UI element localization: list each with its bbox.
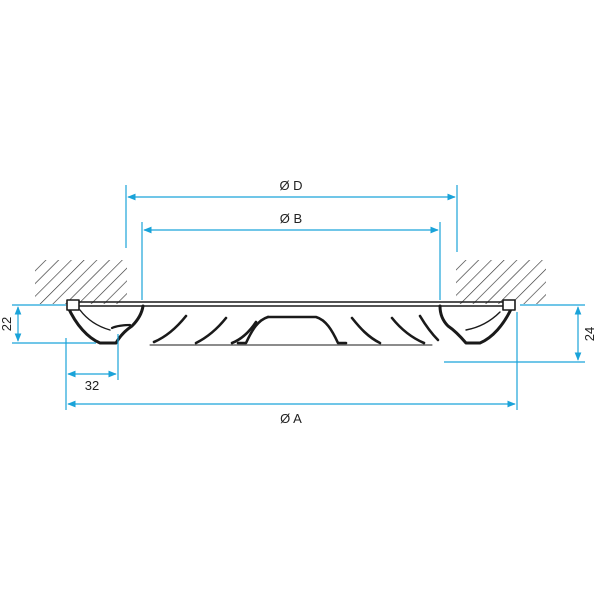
center-hub-left: [236, 315, 270, 345]
ceiling-right-hatch: [456, 260, 546, 304]
left-rim-profile: [66, 304, 145, 345]
label-height-left: 22: [0, 317, 14, 331]
ceiling-left-hatch: [35, 260, 127, 304]
right-rim-inner: [465, 311, 501, 331]
vane-right-1: [350, 316, 382, 345]
vane-left-2: [194, 316, 228, 345]
label-diameter-a: Ø A: [280, 411, 302, 426]
left-rim-lip: [110, 323, 132, 330]
vane-right-2: [390, 316, 426, 345]
diffuser-body: [66, 299, 516, 346]
vane-right-3: [418, 314, 440, 342]
left-rim-inner: [79, 309, 111, 331]
vane-left-1: [152, 314, 188, 344]
label-diameter-d: Ø D: [279, 178, 302, 193]
dimensions: [12, 185, 585, 410]
label-diameter-b: Ø B: [280, 211, 302, 226]
right-clip: [502, 299, 516, 311]
label-height-right: 24: [582, 327, 597, 341]
label-flange-width: 32: [85, 378, 99, 393]
vane-left-3: [230, 320, 258, 345]
center-hub-right: [266, 315, 348, 345]
left-clip: [66, 299, 80, 311]
right-rim-profile: [438, 304, 514, 345]
